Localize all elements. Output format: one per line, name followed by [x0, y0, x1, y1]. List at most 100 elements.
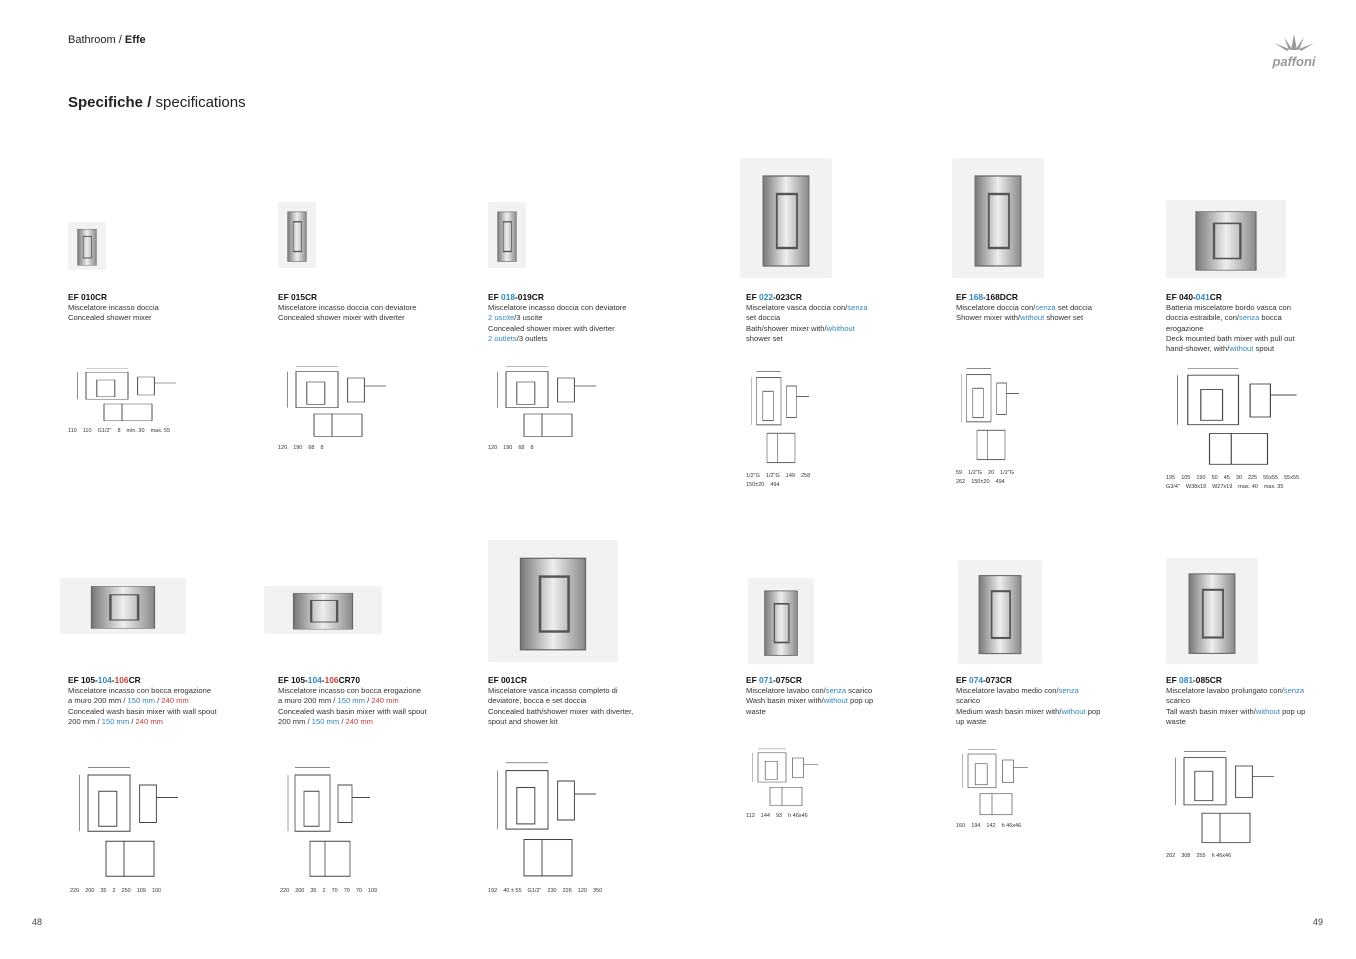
- dimension-label: h 46x46: [1001, 823, 1022, 829]
- product-description-line: Miscelatore incasso con bocca erogazione: [68, 686, 212, 696]
- dimension-label: 110: [68, 428, 77, 434]
- dimension-label: 120: [278, 445, 288, 451]
- product-description-line: up waste: [956, 716, 987, 726]
- product-code: EF 015CR: [278, 292, 318, 302]
- dimension-label: 194: [971, 823, 981, 829]
- dimension-label: 50: [1211, 475, 1218, 481]
- product-description-line: Concealed bath/shower mixer with diverte…: [488, 706, 634, 716]
- product-description-line: Miscelatore incasso con bocca erogazione: [278, 686, 422, 696]
- product-description-line: Miscelatore vasca incasso completo di: [488, 686, 618, 696]
- product-description-line: a muro 200 mm / 150 mm / 240 mm: [68, 696, 189, 706]
- dimension-label: 160: [956, 823, 966, 829]
- product-description-line: Miscelatore lavabo medio con/senza: [956, 686, 1079, 696]
- dimension-label: 68: [308, 445, 315, 451]
- product-description-line: set doccia: [746, 313, 781, 323]
- product-description-line: Concealed wash basin mixer with wall spo…: [278, 706, 427, 716]
- dimension-label: 200: [85, 888, 95, 894]
- product-description-line: Shower mixer with/without shower set: [956, 313, 1084, 323]
- dimension-label: 2: [322, 888, 326, 894]
- dimension-label: 308: [1181, 853, 1191, 859]
- product-description-line: erogazione: [1166, 323, 1204, 333]
- product-description-line: Concealed shower mixer: [68, 313, 152, 323]
- dimension-label: 45: [1223, 475, 1230, 481]
- dimension-label: 1/2"G: [746, 473, 760, 479]
- product-code: EF 022-023CR: [746, 292, 802, 302]
- product-description-line: spout and shower kit: [488, 716, 558, 726]
- product-code: EF 001CR: [488, 675, 528, 685]
- product-description-line: deviatore, bocca e set doccia: [488, 696, 587, 706]
- product-description-line: 2 uscite/3 uscite: [488, 313, 543, 323]
- product-description-line: scarico: [1166, 696, 1191, 706]
- dimension-label: 149: [785, 473, 795, 479]
- product-description-line: Miscelatore lavabo prolungato con/senza: [1166, 686, 1305, 696]
- brand-logo: paffoni: [1262, 30, 1326, 72]
- dimension-label: 494: [995, 479, 1005, 485]
- dimension-label: G1/2": [527, 888, 542, 894]
- product-description-line: Bath/shower mixer with/whithout: [746, 323, 855, 333]
- dimension-label: 8: [530, 445, 534, 451]
- product-code: EF 168-168DCR: [956, 292, 1018, 302]
- dimension-label: W27x19: [1212, 484, 1233, 490]
- dimension-label: 112: [746, 813, 755, 819]
- product-photo: [958, 560, 1042, 664]
- dimension-label: 68: [518, 445, 525, 451]
- dimension-label: 120: [577, 888, 587, 894]
- product-description-line: Miscelatore incasso doccia con deviatore: [278, 303, 417, 313]
- dimension-label: 8: [320, 445, 324, 451]
- product-photo: [488, 202, 526, 268]
- product-description-line: Miscelatore vasca doccia con/senza: [746, 303, 868, 313]
- product-code: EF 105-104-106CR: [68, 675, 141, 685]
- dimension-label: 105: [1181, 475, 1191, 481]
- product-description-line: Miscelatore lavabo con/senza scarico: [746, 686, 873, 696]
- product-description-line: doccia estraibile, con/senza bocca: [1166, 313, 1282, 323]
- dimension-label: 20: [988, 470, 995, 476]
- product-description-line: Concealed shower mixer with diverter: [488, 323, 615, 333]
- product-photo: [60, 578, 186, 634]
- product-description-line: waste: [746, 706, 766, 716]
- dimension-label: 55x55: [1284, 475, 1300, 481]
- dimension-label: 93: [775, 813, 783, 819]
- dimension-label: 150±20: [746, 482, 765, 488]
- dimension-label: 200: [295, 888, 305, 894]
- dimension-label: 150±20: [971, 479, 990, 485]
- dimension-label: 109: [367, 888, 378, 894]
- product-description-line: Batteria miscelatore bordo vasca con: [1166, 303, 1291, 313]
- product-description-line: scarico: [956, 696, 981, 706]
- dimension-label: 144: [760, 813, 770, 819]
- product-description-line: Concealed wash basin mixer with wall spo…: [68, 706, 217, 716]
- dimension-label: 190: [503, 445, 513, 451]
- dimension-label: 1/2"G: [765, 473, 780, 479]
- dimension-label: 2: [112, 888, 116, 894]
- product-code: EF 040-041CR: [1166, 292, 1222, 302]
- dimension-label: 190: [1196, 475, 1206, 481]
- dimension-label: max. 35: [1263, 484, 1284, 490]
- product-photo: [1166, 558, 1258, 664]
- product-description-line: 2 outlets/3 outlets: [488, 333, 548, 343]
- dimension-label: 202: [1166, 853, 1176, 859]
- product-description-line: Miscelatore doccia con/senza set doccia: [956, 303, 1092, 313]
- product-photo: [748, 578, 814, 664]
- product-photo: [278, 202, 316, 268]
- product-code: EF 105-104-106CR70: [278, 675, 360, 685]
- product-description-line: hand-shower, with/without spout: [1166, 344, 1275, 354]
